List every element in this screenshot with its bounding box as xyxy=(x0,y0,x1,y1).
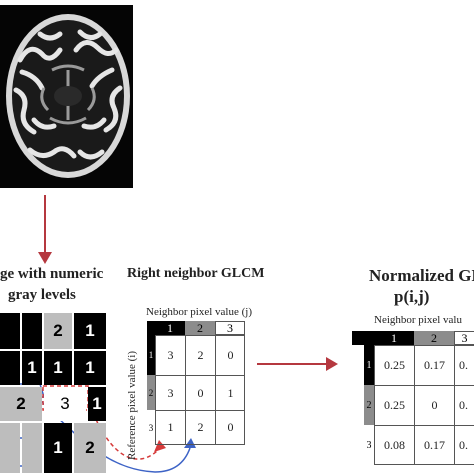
normalized-header-cell xyxy=(352,331,374,345)
normalized-grid: 0.25 0.17 0. 0.25 0 0. 0.08 0.17 0. xyxy=(374,345,474,465)
matrix-cell: 3 xyxy=(44,387,86,421)
matrix-cell: 1 xyxy=(74,313,106,349)
normalized-cell: 0.08 xyxy=(375,426,415,464)
matrix-cell xyxy=(0,313,20,349)
glcm-col-axis-label: Neighbor pixel value (j) xyxy=(146,306,252,318)
glcm-header-cell: 1 xyxy=(155,321,185,335)
normalized-title-line2: p(i,j) xyxy=(394,287,429,307)
image-matrix-title-line2: gray levels xyxy=(8,287,76,304)
glcm-row-header: 2 xyxy=(147,375,155,410)
normalized-cell: 0. xyxy=(455,426,474,464)
matrix-cell xyxy=(22,423,42,473)
glcm-cell: 0 xyxy=(186,376,216,411)
normalized-header-cell: 2 xyxy=(414,331,454,345)
matrix-cell xyxy=(0,351,20,385)
glcm-header-cell: 2 xyxy=(185,321,215,335)
glcm-row-header: 1 xyxy=(147,335,155,375)
normalized-cell: 0.25 xyxy=(375,386,415,426)
normalized-cell: 0 xyxy=(415,386,455,426)
matrix-cell: 2 xyxy=(44,313,72,349)
normalized-col-axis-label: Neighbor pixel valu xyxy=(374,314,462,326)
glcm-header-cell xyxy=(147,321,155,335)
glcm-row-header: 3 xyxy=(147,410,155,445)
matrix-cell: 1 xyxy=(88,387,106,421)
right-arrow-head xyxy=(326,357,338,371)
normalized-cell: 0.25 xyxy=(375,346,415,386)
matrix-cell: 1 xyxy=(22,351,42,385)
glcm-header-cell: 3 xyxy=(215,321,245,335)
matrix-cell: 2 xyxy=(0,387,42,421)
normalized-cell: 0.17 xyxy=(415,346,455,386)
normalized-header-cell: 1 xyxy=(374,331,414,345)
glcm-cell: 3 xyxy=(156,376,186,411)
glcm-title: Right neighbor GLCM xyxy=(127,266,264,282)
normalized-row-header: 3 xyxy=(364,425,374,465)
glcm-cell: 0 xyxy=(216,336,245,376)
glcm-cell: 0 xyxy=(216,411,245,444)
matrix-cell: 1 xyxy=(44,423,72,473)
matrix-cell: 2 xyxy=(74,423,106,473)
glcm-cell: 1 xyxy=(156,411,186,444)
normalized-cell: 0. xyxy=(455,346,474,386)
matrix-cell: 1 xyxy=(74,351,106,385)
normalized-cell: 0. xyxy=(455,386,474,426)
normalized-cell: 0.17 xyxy=(415,426,455,464)
glcm-grid: 3 2 0 3 0 1 1 2 0 xyxy=(155,335,245,445)
glcm-cell: 2 xyxy=(186,411,216,444)
glcm-row-axis-label: Reference pixel value (i) xyxy=(126,351,138,460)
image-matrix-grid: 2 1 1 1 1 2 3 1 1 2 xyxy=(0,313,106,473)
normalized-row-header: 2 xyxy=(364,385,374,425)
normalized-header-cell: 3 xyxy=(454,331,474,345)
glcm-cell: 1 xyxy=(216,376,245,411)
normalized-title-line1: Normalized GL xyxy=(369,266,474,286)
down-arrow-head xyxy=(38,252,52,264)
matrix-cell xyxy=(22,313,42,349)
matrix-cell xyxy=(0,423,20,473)
glcm-cell: 3 xyxy=(156,336,186,376)
image-matrix-title-line1: ge with numeric xyxy=(0,266,103,283)
glcm-cell: 2 xyxy=(186,336,216,376)
matrix-cell: 1 xyxy=(44,351,72,385)
normalized-row-header: 1 xyxy=(364,345,374,385)
